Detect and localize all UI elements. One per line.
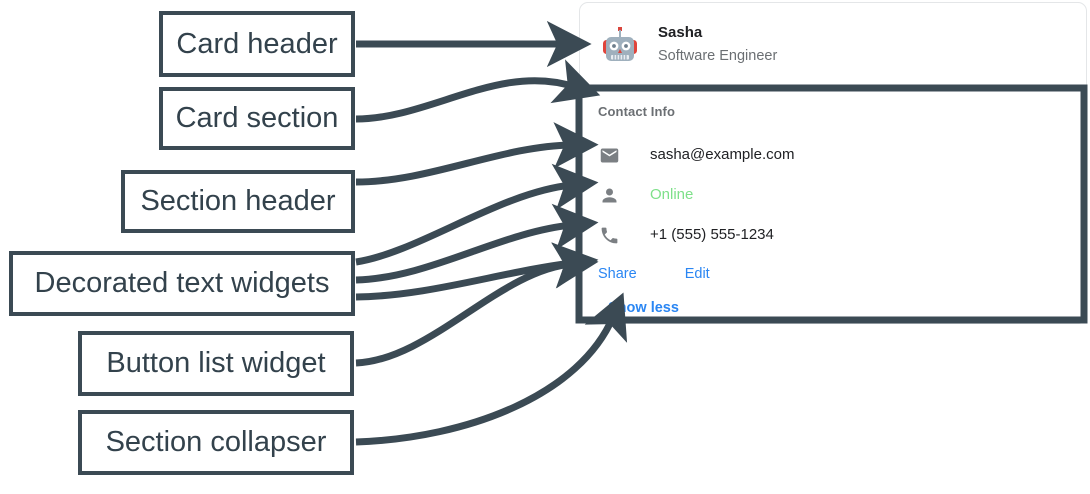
annotation-text: Section collapser — [105, 426, 327, 458]
arrow-decorated-text-2 — [355, 203, 599, 284]
decorated-text-value-phone: +1 (555) 555-1234 — [650, 226, 774, 243]
arrow-decorated-text-3 — [355, 242, 599, 301]
arrow-section-collapser — [355, 292, 628, 446]
button-list-widget: Share Edit — [580, 255, 1086, 293]
decorated-text-widget-email[interactable]: sasha@example.com — [580, 135, 1086, 175]
arrow-card-section — [355, 59, 601, 123]
decorated-text-widget-phone[interactable]: +1 (555) 555-1234 — [580, 215, 1086, 255]
card-section: Contact Info sasha@example.com — [580, 88, 1086, 333]
arrow-button-list — [355, 242, 599, 367]
annotation-label-card-header: Card header — [159, 11, 355, 77]
annotation-label-button-list: Button list widget — [78, 331, 354, 396]
annotation-text: Button list widget — [106, 347, 326, 379]
annotation-label-section-header: Section header — [121, 170, 355, 233]
section-header: Contact Info — [598, 104, 676, 119]
card-header-text: Sasha Software Engineer — [658, 23, 777, 67]
card-header-subtitle: Software Engineer — [658, 48, 778, 64]
person-icon — [598, 184, 620, 206]
card-header-title: Sasha — [658, 24, 703, 41]
card-header: Sasha Software Engineer — [580, 3, 1086, 87]
robot-avatar-icon — [598, 23, 642, 67]
section-collapser[interactable]: Show less — [580, 293, 1086, 323]
annotation-text: Decorated text widgets — [34, 267, 330, 299]
email-icon — [598, 144, 620, 166]
annotation-label-section-collapser: Section collapser — [78, 410, 354, 475]
annotation-text: Card section — [175, 102, 339, 134]
decorated-text-value-status: Online — [650, 186, 694, 203]
annotation-text: Card header — [176, 27, 338, 60]
section-collapser-label[interactable]: Show less — [608, 300, 679, 316]
decorated-text-value-email: sasha@example.com — [650, 146, 795, 163]
annotation-label-decorated-text: Decorated text widgets — [9, 251, 355, 316]
arrow-decorated-text-1 — [355, 163, 599, 266]
annotation-label-card-section: Card section — [159, 87, 355, 150]
annotation-text: Section header — [140, 185, 336, 217]
share-button[interactable]: Share — [598, 266, 637, 282]
edit-button[interactable]: Edit — [684, 266, 710, 282]
decorated-text-widget-status[interactable]: Online — [580, 175, 1086, 215]
arrow-section-header — [355, 122, 599, 186]
contact-card: Sasha Software Engineer Contact Info sas… — [579, 2, 1087, 324]
phone-icon — [598, 224, 620, 246]
